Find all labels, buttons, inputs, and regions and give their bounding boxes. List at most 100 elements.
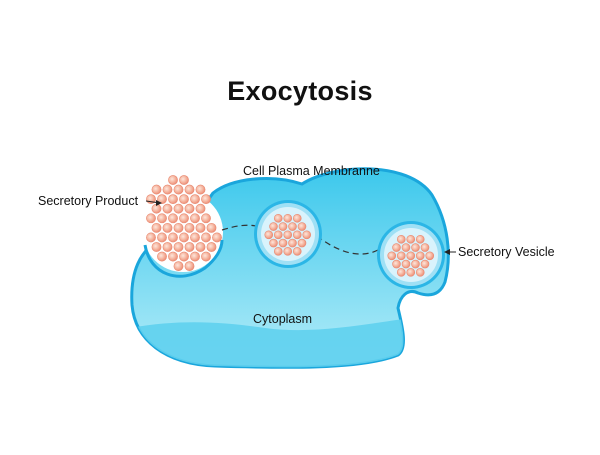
particle	[184, 184, 195, 195]
particle	[406, 268, 416, 277]
particle	[195, 242, 206, 252]
particle	[273, 213, 283, 223]
particle	[146, 232, 156, 243]
particle	[212, 232, 222, 243]
particle	[173, 222, 184, 233]
particle	[190, 213, 200, 224]
particle	[283, 247, 293, 256]
label-secretory-vesicle: Secretory Vesicle	[458, 245, 555, 259]
particle	[425, 251, 435, 261]
particle	[269, 222, 278, 231]
particle	[184, 203, 195, 214]
particle	[292, 230, 302, 240]
particle	[206, 222, 217, 233]
particle	[401, 243, 411, 252]
particle	[415, 268, 425, 277]
particle	[179, 175, 189, 185]
particle	[151, 184, 162, 195]
particle	[190, 194, 200, 205]
particle	[288, 238, 297, 248]
particle	[195, 203, 206, 214]
particle	[201, 232, 211, 243]
label-arrow-product	[145, 200, 162, 206]
label-cell-plasma-membrane: Cell Plasma Membranne	[243, 164, 380, 178]
particle	[173, 203, 184, 214]
particle	[264, 230, 274, 240]
particle	[168, 194, 178, 205]
particle	[179, 194, 189, 205]
particle	[269, 238, 278, 248]
vesicle-right	[377, 221, 445, 289]
particle	[278, 222, 288, 231]
opening-rim	[143, 239, 224, 278]
particle	[292, 213, 302, 223]
label-cytoplasm: Cytoplasm	[253, 312, 313, 326]
particle	[168, 232, 178, 243]
particle	[411, 259, 420, 269]
particle	[297, 238, 307, 248]
particle	[168, 251, 178, 262]
label-arrow-vesicle	[444, 249, 456, 255]
particle	[396, 268, 406, 277]
particle	[179, 232, 189, 243]
particle	[292, 247, 302, 256]
particle	[392, 243, 401, 252]
secretory-product-particles	[146, 175, 222, 272]
particle	[420, 259, 430, 269]
particle	[415, 251, 425, 261]
particle	[168, 175, 178, 185]
vesicle-path	[221, 224, 379, 255]
particle	[273, 230, 283, 240]
particle	[179, 251, 189, 262]
particle	[201, 213, 211, 224]
diagram-title: Exocytosis	[227, 76, 373, 106]
particle	[162, 184, 173, 195]
particle	[387, 251, 397, 261]
particle	[173, 184, 184, 195]
particle	[168, 213, 178, 224]
particle	[162, 242, 173, 252]
particle	[184, 222, 195, 233]
particle	[195, 222, 206, 233]
particle	[201, 194, 211, 205]
particle	[420, 243, 430, 252]
particle	[190, 232, 200, 243]
particle	[184, 261, 195, 272]
particle	[162, 222, 173, 233]
particle	[396, 251, 406, 261]
particle	[283, 213, 293, 223]
particle	[184, 242, 195, 252]
particle	[179, 213, 189, 224]
particle	[151, 222, 162, 233]
particle	[392, 259, 401, 269]
particle	[162, 203, 173, 214]
vesicle-middle	[254, 200, 322, 268]
particle	[190, 251, 200, 262]
particle	[151, 242, 162, 252]
particle	[173, 242, 184, 252]
particle	[173, 261, 184, 272]
particle	[278, 238, 288, 248]
particle	[411, 243, 420, 252]
particle	[406, 251, 416, 261]
particle	[406, 234, 416, 244]
particle	[195, 184, 206, 195]
particle	[146, 213, 156, 224]
particle	[288, 222, 297, 231]
particle	[415, 234, 425, 244]
label-secretory-product: Secretory Product	[38, 194, 139, 208]
particle	[157, 213, 167, 224]
particle	[157, 194, 167, 205]
particle	[273, 247, 283, 256]
particle	[297, 222, 307, 231]
particle	[201, 251, 211, 262]
particle	[302, 230, 312, 240]
particle	[396, 234, 406, 244]
particle	[157, 232, 167, 243]
particle	[283, 230, 293, 240]
particle	[206, 242, 217, 252]
particle	[401, 259, 411, 269]
particle	[157, 251, 167, 262]
